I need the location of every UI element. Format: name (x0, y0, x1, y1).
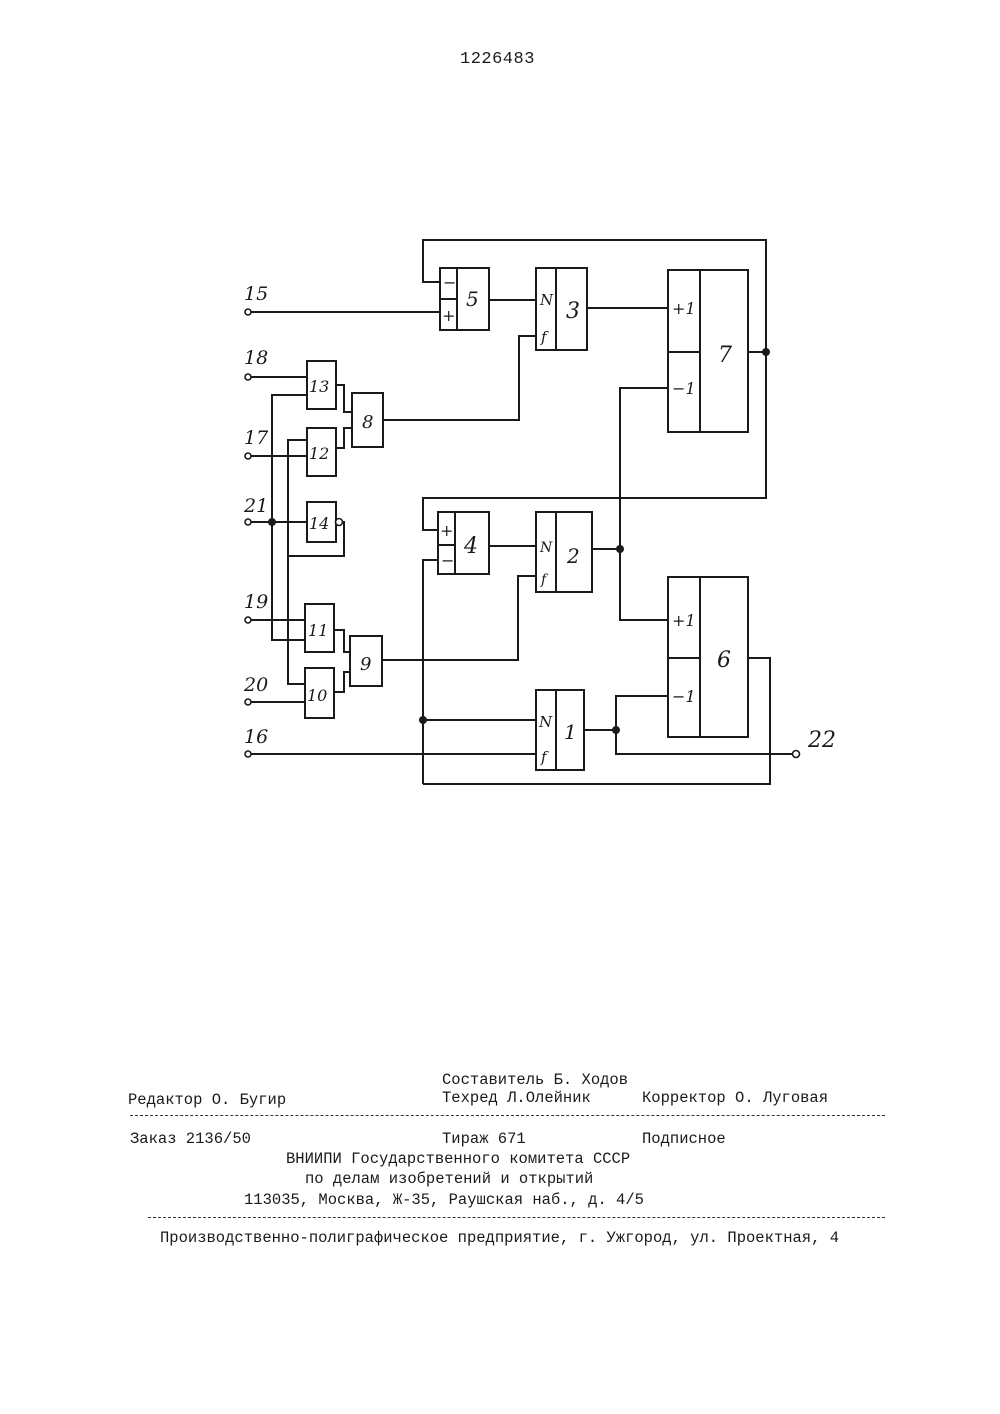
wire-10-to-9 (334, 672, 350, 692)
wires (250, 240, 792, 784)
block-8: 8 (352, 393, 383, 447)
block-12: 12 (307, 428, 336, 476)
block-10: 10 (305, 668, 334, 718)
block-7-port-plus: +1 (672, 299, 696, 318)
junction-2-out (616, 545, 624, 553)
wire-13-to-8 (336, 385, 352, 412)
block-6: +1 −1 6 (668, 577, 748, 737)
terminal-20: 20 (243, 674, 268, 705)
block-1-label: 1 (564, 720, 577, 744)
block-6-label: 6 (717, 648, 731, 673)
wire-bus-a (272, 395, 307, 640)
block-3-port-f: f (540, 328, 549, 346)
terminal-19-label: 19 (244, 591, 268, 613)
imprint-order: Заказ 2136/50 (130, 1130, 251, 1148)
block-5-port-plus: + (442, 306, 455, 325)
junction-7-out (762, 348, 770, 356)
block-1-port-n: N (538, 713, 553, 731)
block-2-port-n: N (539, 540, 553, 556)
block-7-label: 7 (718, 343, 732, 368)
imprint-editor: Редактор О. Бугир (128, 1091, 286, 1109)
imprint-org-line1: ВНИИПИ Государственного комитета СССР (286, 1150, 630, 1168)
wire-4-minus-bus (423, 560, 438, 784)
block-2-label: 2 (566, 544, 580, 568)
block-4-port-minus: − (441, 551, 454, 570)
imprint-techred: Техред Л.Олейник (442, 1089, 591, 1107)
terminal-17-label: 17 (244, 427, 269, 449)
block-7: +1 −1 7 (668, 270, 748, 432)
block-8-label: 8 (362, 412, 373, 433)
block-2: N f 2 (536, 512, 592, 592)
block-3-port-n: N (539, 291, 554, 309)
block-14-label: 14 (309, 514, 329, 533)
block-11-label: 11 (308, 621, 328, 640)
block-6-port-plus: +1 (672, 611, 696, 630)
imprint-corrector: Корректор О. Луговая (642, 1089, 828, 1107)
block-3-label: 3 (566, 299, 580, 324)
block-7-port-minus: −1 (672, 379, 696, 398)
terminal-21-label: 21 (243, 495, 268, 517)
block-4: + − 4 (438, 512, 489, 574)
junction-21 (268, 518, 276, 526)
wire-11-to-9 (334, 630, 350, 652)
block-9: 9 (350, 636, 382, 686)
wire-1-to-6-minus (616, 696, 668, 730)
block-6-port-minus: −1 (672, 687, 696, 706)
block-5-label: 5 (466, 287, 479, 311)
terminal-18-label: 18 (244, 347, 268, 369)
wire-8-to-3 (383, 336, 536, 420)
junction-bus (419, 716, 427, 724)
block-13: 13 (307, 361, 336, 409)
block-10-label: 10 (307, 686, 327, 705)
block-1-port-f: f (540, 748, 549, 766)
imprint-circulation: Тираж 671 (442, 1130, 526, 1148)
terminal-21: 21 (243, 495, 268, 525)
terminal-22: 22 (793, 728, 837, 758)
block-14: 14 (307, 502, 343, 542)
divider-bottom (148, 1217, 885, 1218)
imprint-org-address: 113035, Москва, Ж-35, Раушская наб., д. … (244, 1191, 644, 1209)
block-9-label: 9 (360, 654, 371, 675)
terminal-20-label: 20 (243, 674, 268, 696)
terminal-19: 19 (244, 591, 268, 623)
block-diagram: − + 5 N f 3 +1 −1 7 + − 4 N f 2 +1 − (0, 0, 1000, 820)
terminal-18: 18 (244, 347, 268, 380)
block-11: 11 (305, 604, 334, 652)
block-2-port-f: f (540, 572, 549, 588)
block-5: − + 5 (440, 268, 489, 330)
terminal-15: 15 (244, 283, 268, 315)
terminal-22-label: 22 (807, 728, 836, 753)
wire-2-to-6-plus (592, 549, 668, 620)
wire-9-to-2 (382, 576, 536, 660)
terminal-16: 16 (244, 726, 268, 757)
terminal-16-label: 16 (244, 726, 268, 748)
block-4-port-plus: + (440, 521, 453, 540)
imprint-composer: Составитель Б. Ходов (442, 1071, 628, 1089)
block-1: N f 1 (536, 690, 584, 770)
wire-2-to-7-minus (620, 388, 668, 549)
block-12-label: 12 (309, 444, 329, 463)
terminal-15-label: 15 (244, 283, 268, 305)
wire-12-to-8 (336, 428, 352, 448)
imprint-org-line2: по делам изобретений и открытий (305, 1170, 593, 1188)
block-4-label: 4 (463, 534, 478, 559)
block-5-port-minus: − (443, 273, 456, 292)
terminal-17: 17 (244, 427, 269, 459)
block-3: N f 3 (536, 268, 587, 350)
wire-7-to-4 (423, 352, 766, 530)
junction-1-out (612, 726, 620, 734)
imprint-subscription: Подписное (642, 1130, 726, 1148)
block-13-label: 13 (309, 377, 329, 396)
imprint-printer: Производственно-полиграфическое предприя… (160, 1229, 839, 1247)
divider-top (130, 1115, 885, 1116)
